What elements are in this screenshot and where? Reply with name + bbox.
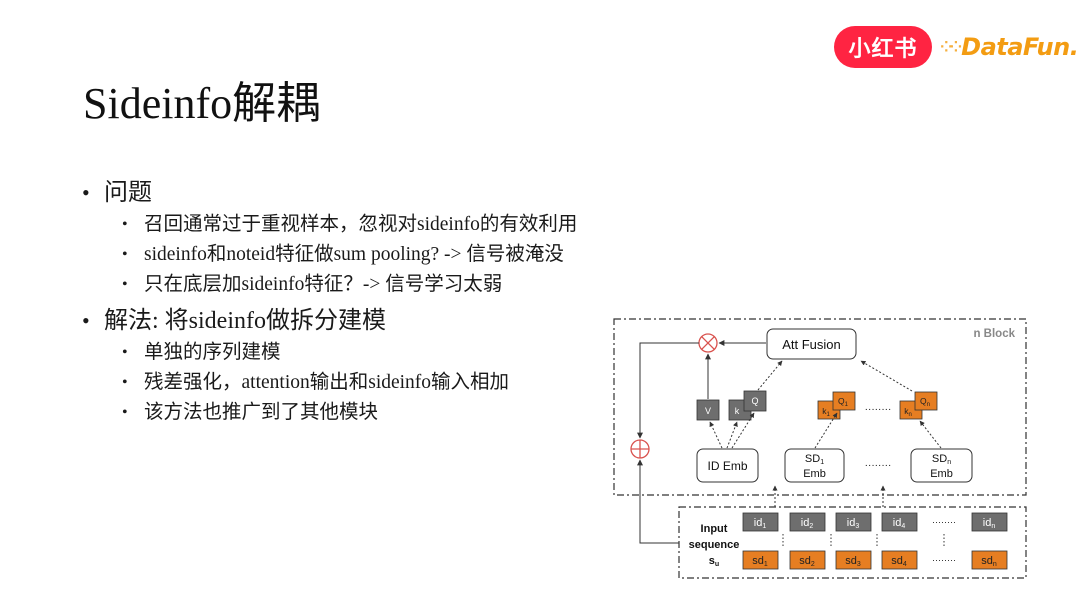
- id-emb-box: [696, 448, 759, 483]
- qn-box: [914, 391, 938, 411]
- sd-cell: [881, 550, 918, 570]
- id-cell-label: id1: [754, 517, 767, 530]
- solution-item: • 残差强化，attention输出和sideinfo输入相加: [82, 368, 612, 398]
- solution-item: • 该方法也推广到了其他模块: [82, 398, 612, 428]
- input-sequence-label: Input: [701, 523, 728, 535]
- logos: 小红书 ⁘⁘ DataFun.: [834, 24, 1079, 70]
- id-cell: [835, 512, 872, 532]
- section-problem-heading: • 问题: [82, 176, 612, 210]
- input-to-plus-line: [637, 459, 679, 544]
- bullet-dot: •: [122, 344, 128, 361]
- problem-item: • 只在底层加sideinfo特征？-> 信号学习太弱: [82, 270, 612, 300]
- input-sequence-label-2: sequence: [689, 539, 740, 551]
- sd-cell-label: sdn: [981, 555, 997, 568]
- section-heading-text: 解法: 将sideinfo做拆分建模: [104, 308, 386, 334]
- id-cell-label: id2: [801, 517, 814, 530]
- sd-row-ellipsis: ········: [932, 555, 956, 565]
- id-row: id1 id2 id3 id4 ········ idn: [742, 512, 1008, 532]
- bullet-dot: •: [122, 374, 128, 391]
- sd-cell-label: sd1: [752, 555, 768, 568]
- datafun-dots-icon: ⁘⁘: [940, 38, 962, 56]
- n-block-label: n Block: [973, 328, 1015, 340]
- bullet-dot: •: [82, 308, 90, 333]
- k1-label: k1: [822, 406, 830, 418]
- sd-cell: [835, 550, 872, 570]
- v-label: V: [705, 406, 711, 416]
- bullet-dot: •: [122, 216, 128, 233]
- sd-cell: [789, 550, 826, 570]
- item-text: 只在底层加sideinfo特征？-> 信号学习太弱: [144, 274, 503, 295]
- q1-label: Q1: [838, 396, 849, 408]
- id-cell-label: id4: [893, 517, 906, 530]
- q-label: Q: [751, 396, 758, 406]
- emb-ellipsis: ········: [865, 460, 892, 471]
- section-heading-text: 问题: [104, 180, 152, 206]
- att-fusion-box: [766, 328, 857, 360]
- att-fusion-label: Att Fusion: [782, 337, 841, 352]
- item-text: 该方法也推广到了其他模块: [144, 402, 379, 423]
- q-to-fusion-arrow: [757, 360, 783, 391]
- id-cell: [742, 512, 779, 532]
- bullet-dot: •: [122, 276, 128, 293]
- id-cell: [881, 512, 918, 532]
- v-box: [696, 399, 720, 421]
- id-emb-label: ID Emb: [707, 459, 747, 473]
- item-text: 召回通常过于重视样本，忽视对sideinfo的有效利用: [144, 214, 578, 235]
- item-text: 残差强化，attention输出和sideinfo输入相加: [144, 372, 510, 393]
- id-cell-label: idn: [983, 517, 996, 530]
- sd-cell-label: sd4: [891, 555, 907, 568]
- bullet-dot: •: [82, 180, 90, 205]
- sd-cell-label: sd3: [845, 555, 861, 568]
- problem-item: • 召回通常过于重视样本，忽视对sideinfo的有效利用: [82, 210, 612, 240]
- id-cell: [789, 512, 826, 532]
- q1-box: [832, 391, 856, 411]
- solution-item: • 单独的序列建模: [82, 338, 612, 368]
- sd1-emb-box: [784, 448, 845, 483]
- datafun-logo-text: DataFun.: [961, 33, 1079, 61]
- sd1-emb-label: SD1: [805, 453, 824, 466]
- sd-cell: [742, 550, 779, 570]
- sdn-emb-label-emb: Emb: [930, 468, 953, 480]
- sd-cell-label: sd2: [799, 555, 815, 568]
- sdn-emb-box: [910, 448, 973, 483]
- kn-label: kn: [904, 406, 912, 418]
- id-cell: [971, 512, 1008, 532]
- input-sequence-symbol: su: [709, 555, 719, 568]
- sd-row: sd1 sd2 sd3 sd4 ········ sdn: [742, 550, 1008, 570]
- slide-title: Sideinfo解耦: [83, 79, 321, 128]
- sd1-emb-label-emb: Emb: [803, 468, 826, 480]
- sd-cell: [971, 550, 1008, 570]
- datafun-logo: ⁘⁘ DataFun.: [940, 28, 1079, 66]
- qn-label: Qn: [920, 396, 930, 408]
- n-block-frame: [613, 318, 1027, 496]
- id-cell-label: id3: [847, 517, 860, 530]
- bullet-list: • 问题 • 召回通常过于重视样本，忽视对sideinfo的有效利用 • sidein…: [82, 176, 612, 428]
- qn-to-fusion-arrow: [860, 360, 913, 392]
- item-text: sideinfo和noteid特征做sum pooling? -> 信号被淹没: [144, 244, 564, 265]
- section-solution-heading: • 解法: 将sideinfo做拆分建模: [82, 304, 612, 338]
- sdn-emb-label: SDn: [932, 453, 951, 466]
- q-box: [743, 390, 767, 412]
- xiaohongshu-logo: 小红书: [834, 26, 932, 68]
- problem-item: • sideinfo和noteid特征做sum pooling? -> 信号被淹没: [82, 240, 612, 270]
- id-row-ellipsis: ········: [932, 517, 956, 527]
- item-text: 单独的序列建模: [144, 342, 281, 363]
- residual-line: [637, 342, 699, 439]
- bullet-dot: •: [122, 246, 128, 263]
- k-label: k: [735, 406, 740, 416]
- bullet-dot: •: [122, 404, 128, 421]
- k-q-ellipsis: ········: [865, 404, 892, 415]
